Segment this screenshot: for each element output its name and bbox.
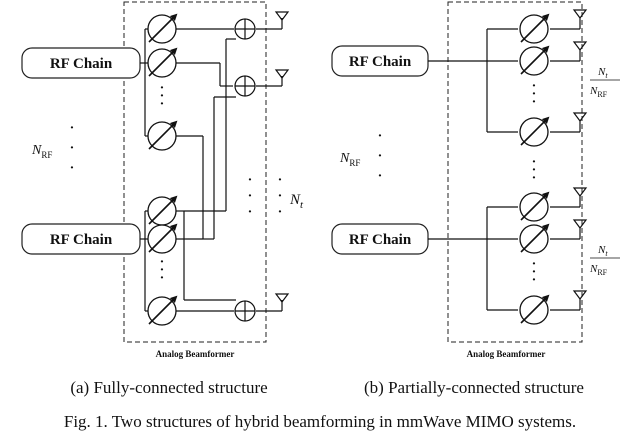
ellipsis-vertical: ·: [278, 205, 283, 220]
antenna-icon: [572, 41, 588, 51]
ellipsis-vertical: ·: [160, 97, 165, 112]
antenna-icon: [274, 69, 290, 79]
ellipsis-vertical: ·: [278, 173, 283, 188]
adder-icon: [234, 18, 256, 40]
phase-shifter-icon: [519, 294, 550, 325]
rf-chain-top-label: RF Chain: [349, 54, 412, 70]
svg-text:NRF: NRF: [589, 263, 608, 277]
ellipsis-vertical: ·: [160, 81, 165, 96]
nrf-label: NRF: [31, 143, 52, 160]
rf-chain-top: RF Chain: [21, 47, 141, 79]
ellipsis-vertical: ·: [160, 263, 165, 278]
subcaption-a: (a) Fully-connected structure: [70, 378, 267, 397]
phase-shifter-icon: [519, 13, 550, 44]
phase-shifter-icon: [147, 223, 178, 254]
rf-chain-bottom: RF Chain: [21, 223, 141, 255]
ellipsis-vertical: ·: [378, 129, 383, 144]
phase-shifter-icon: [147, 195, 178, 226]
nrf-label: NRF: [339, 151, 360, 168]
antenna-icon: [572, 9, 588, 19]
ellipsis-vertical: ·: [532, 171, 537, 186]
ratio-label-bottom: Nt NRF: [589, 244, 620, 277]
ellipsis-vertical: ·: [160, 89, 165, 104]
ellipsis-vertical: ·: [532, 257, 537, 272]
ellipsis-vertical: ·: [248, 189, 253, 204]
phase-shifter-icon: [147, 13, 178, 44]
antenna-icon: [572, 187, 588, 197]
ellipsis-vertical: ·: [70, 121, 75, 136]
phase-shifter-icon: [519, 223, 550, 254]
phase-shifter-icon: [519, 191, 550, 222]
svg-text:Nt: Nt: [597, 244, 608, 258]
antenna-icon: [572, 219, 588, 229]
phase-shifter-icon: [519, 45, 550, 76]
antenna-icon: [274, 293, 290, 303]
phase-shifter-icon: [147, 120, 178, 151]
ellipsis-vertical: ·: [532, 95, 537, 110]
ellipsis-vertical: ·: [248, 205, 253, 220]
partially-connected-wiring: [428, 18, 581, 311]
partially-connected-diagram: RF Chain RF Chain: [331, 1, 620, 397]
ellipsis-vertical: ·: [532, 163, 537, 178]
antenna-icon: [572, 290, 588, 300]
nt-label: Nt: [289, 192, 304, 211]
rf-chain-bottom: RF Chain: [331, 223, 429, 255]
beamformer-label-left: Analog Beamformer: [156, 349, 235, 359]
phase-shifter-icon: [147, 295, 178, 326]
ratio-label-top: Nt NRF: [589, 66, 620, 99]
rf-chain-bottom-label: RF Chain: [349, 232, 412, 248]
ellipsis-vertical: ·: [160, 255, 165, 270]
rf-chain-top: RF Chain: [331, 45, 429, 77]
beamformer-label-right: Analog Beamformer: [467, 349, 546, 359]
ellipsis-vertical: ·: [378, 149, 383, 164]
ellipsis-vertical: ·: [248, 173, 253, 188]
ellipsis-vertical: ·: [378, 169, 383, 184]
subcaption-b: (b) Partially-connected structure: [364, 378, 584, 397]
ellipsis-vertical: ·: [532, 265, 537, 280]
ellipsis-vertical: ·: [70, 161, 75, 176]
ellipsis-vertical: ·: [278, 189, 283, 204]
antenna-icon: [572, 112, 588, 122]
analog-beamformer-box: [123, 1, 267, 343]
ellipsis-vertical: ·: [160, 271, 165, 286]
ellipsis-vertical: ·: [532, 155, 537, 170]
phase-shifter-group: [519, 13, 550, 325]
analog-beamformer-box: [447, 1, 583, 343]
fully-connected-diagram: RF Chain RF Chain: [21, 1, 304, 397]
phase-shifter-icon: [147, 47, 178, 78]
adder-icon: [234, 75, 256, 97]
figure-caption: Fig. 1. Two structures of hybrid beamfor…: [64, 412, 576, 431]
phase-shifter-group: [147, 13, 178, 326]
phase-shifter-icon: [519, 116, 550, 147]
svg-text:NRF: NRF: [589, 85, 608, 99]
ellipsis-vertical: ·: [532, 79, 537, 94]
rf-chain-bottom-label: RF Chain: [50, 232, 113, 248]
svg-text:Nt: Nt: [597, 66, 608, 80]
rf-chain-top-label: RF Chain: [50, 56, 113, 72]
ellipsis-vertical: ·: [532, 273, 537, 288]
ellipsis-vertical: ·: [532, 87, 537, 102]
antenna-icon: [274, 11, 290, 21]
ellipsis-vertical: ·: [70, 141, 75, 156]
adder-icon: [234, 300, 256, 322]
